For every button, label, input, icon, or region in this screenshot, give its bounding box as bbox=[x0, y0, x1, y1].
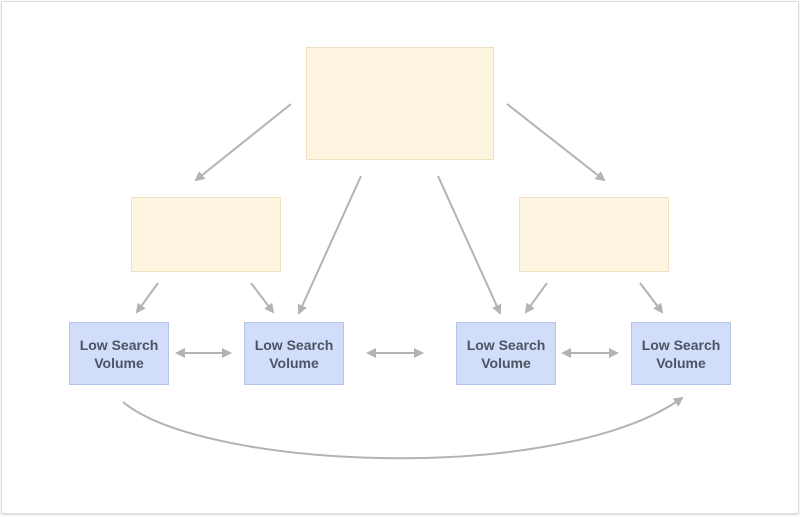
keyword-box-4-line2: Volume bbox=[656, 354, 706, 371]
keyword-box-1-line2: Volume bbox=[94, 354, 144, 371]
arrow-mid-left-to-keyword-2 bbox=[250, 282, 275, 314]
arrow-mid-right-to-keyword-4 bbox=[639, 282, 664, 314]
keyword-box-4-line1: Low Search bbox=[641, 336, 721, 353]
curved-arrow-1-to-4 bbox=[122, 396, 684, 460]
arrow-mid-right-to-keyword-3 bbox=[524, 282, 548, 314]
keyword-box-3: Low Search Volume bbox=[456, 322, 556, 385]
keyword-box-4: Low Search Volume bbox=[631, 322, 731, 385]
arrow-mid-left-to-keyword-1 bbox=[135, 282, 159, 314]
keyword-box-1: Low Search Volume bbox=[69, 322, 169, 385]
top-box bbox=[306, 47, 494, 160]
mid-box-left bbox=[131, 197, 281, 272]
keyword-box-3-line2: Volume bbox=[481, 354, 531, 371]
arrow-top-to-mid-left bbox=[194, 103, 292, 182]
keyword-box-3-line1: Low Search bbox=[466, 336, 546, 353]
arrow-top-to-mid-right bbox=[506, 103, 606, 182]
arrow-top-to-keyword-2 bbox=[297, 175, 362, 315]
mid-box-right bbox=[519, 197, 669, 272]
keyword-box-2-line2: Volume bbox=[269, 354, 319, 371]
keyword-box-1-line1: Low Search bbox=[79, 336, 159, 353]
arrow-top-to-keyword-3 bbox=[437, 175, 502, 315]
keyword-box-2: Low Search Volume bbox=[244, 322, 344, 385]
keyword-box-2-line1: Low Search bbox=[254, 336, 334, 353]
